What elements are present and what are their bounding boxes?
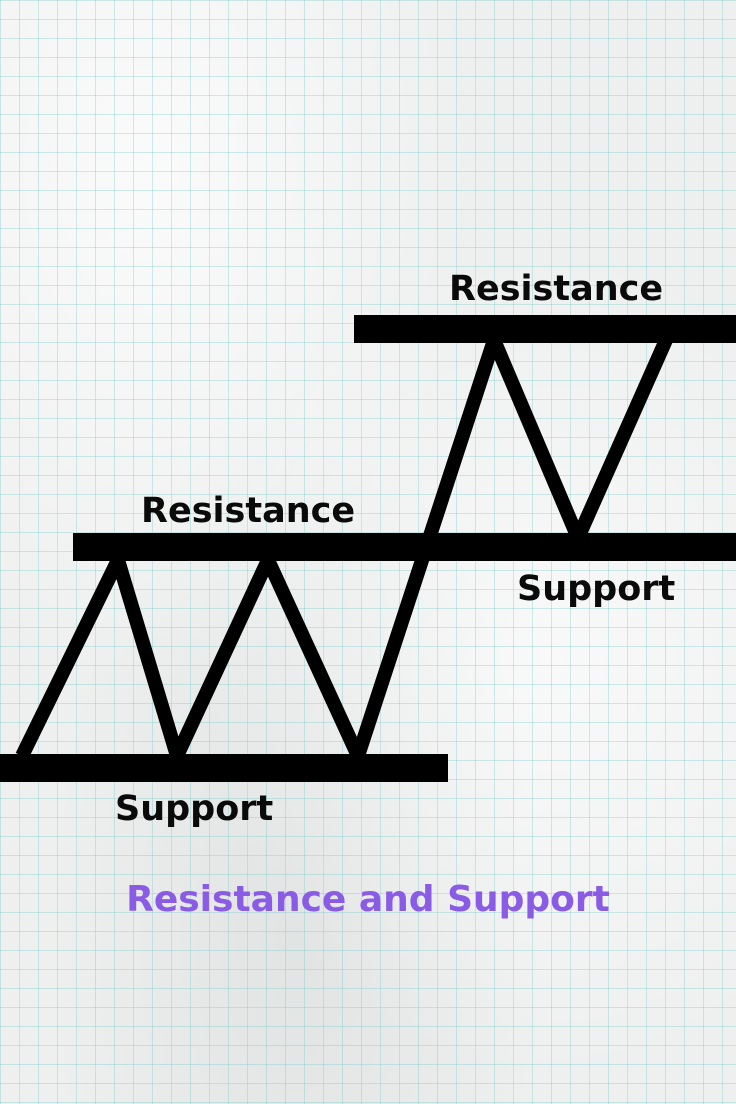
middle-level-line [73,533,736,561]
resistance-label-lower: Resistance [141,491,356,531]
price-zigzag-line [15,320,673,776]
upper-resistance-line [354,315,736,343]
support-label-lower: Support [115,789,274,829]
resistance-label-upper: Resistance [449,269,664,309]
lower-support-line [0,754,448,782]
caption-title: Resistance and Support [126,879,610,920]
support-label-upper: Support [517,569,676,609]
